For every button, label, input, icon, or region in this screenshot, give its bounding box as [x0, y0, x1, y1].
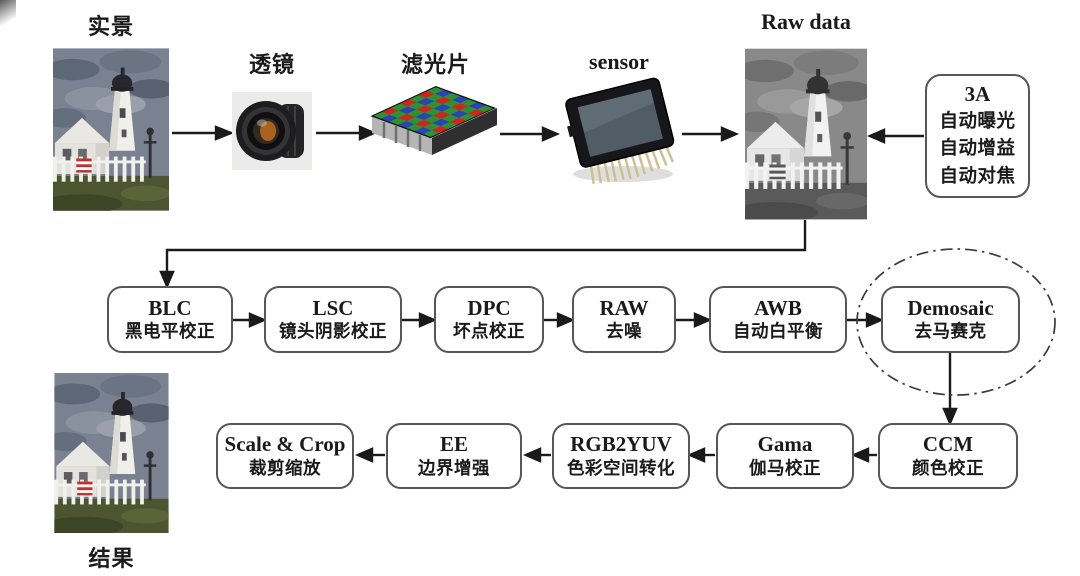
lens-label: 透镜 [248, 52, 295, 77]
node-rgb2yuv-zh: 色彩空间转化 [567, 457, 675, 478]
node-gama-en: Gama [757, 432, 813, 457]
node-lsc-en: LSC [312, 295, 354, 320]
node-ee: EE 边界增强 [386, 423, 522, 489]
node-lsc-zh: 镜头阴影校正 [279, 321, 387, 342]
arrow-raw-denoise-to-awb [676, 312, 713, 328]
connector-raw-to-blc [159, 220, 807, 290]
node-ee-en: EE [439, 432, 468, 457]
arrow-awb-to-demosaic [847, 312, 885, 328]
filter-label: 滤光片 [400, 52, 470, 77]
node-blc: BLC 黑电平校正 [107, 286, 233, 353]
node-3a-title: 3A [964, 82, 991, 107]
node-dpc: DPC 坏点校正 [434, 286, 544, 353]
node-raw-denoise-zh: 去噪 [606, 321, 642, 342]
node-lsc: LSC 镜头阴影校正 [264, 286, 402, 353]
scene-label: 实景 [87, 14, 134, 39]
arrow-ee-to-scalecrop [354, 447, 385, 463]
connector-demosaic-to-ccm [942, 353, 958, 427]
node-awb-en: AWB [754, 295, 802, 320]
arrow-rgb2yuv-to-ee [522, 447, 551, 463]
sensor-chip [565, 77, 675, 184]
arrow-lens-to-filter [316, 125, 378, 141]
raw-data-label: Raw data [761, 9, 851, 34]
node-blc-zh: 黑电平校正 [125, 321, 215, 342]
node-raw-denoise: RAW 去噪 [572, 286, 676, 353]
raw-data-photo [745, 48, 867, 220]
arrow-3a-to-raw [866, 128, 924, 144]
node-demosaic-zh: 去马赛克 [914, 321, 987, 342]
arrow-filter-to-sensor [500, 126, 561, 142]
arrow-sensor-to-raw [682, 126, 740, 142]
camera-lens [236, 101, 304, 161]
node-rgb2yuv-en: RGB2YUV [570, 432, 672, 457]
node-dpc-en: DPC [467, 295, 511, 320]
node-scale-crop: Scale & Crop 裁剪缩放 [216, 423, 354, 489]
node-3a-line-auto-gain: 自动增益 [939, 139, 1016, 160]
node-3a-line-auto-focus: 自动对焦 [939, 167, 1016, 188]
node-blc-en: BLC [148, 295, 192, 320]
node-scale-crop-zh: 裁剪缩放 [249, 457, 321, 478]
bayer-mosaic [370, 85, 497, 155]
node-demosaic-en: Demosaic [907, 295, 994, 320]
arrow-lsc-to-dpc [402, 312, 438, 328]
node-awb: AWB 自动白平衡 [709, 286, 847, 353]
node-awb-zh: 自动白平衡 [733, 321, 823, 342]
node-3a-line-auto-exposure: 自动曝光 [939, 111, 1016, 132]
node-3a: 3A 自动曝光 自动增益 自动对焦 [925, 74, 1030, 198]
node-rgb2yuv: RGB2YUV 色彩空间转化 [552, 423, 690, 489]
lens-image [232, 92, 312, 170]
node-ee-zh: 边界增强 [418, 457, 490, 478]
node-ccm-zh: 颜色校正 [912, 457, 984, 478]
node-dpc-zh: 坏点校正 [453, 321, 525, 342]
result-label: 结果 [88, 546, 135, 571]
node-ccm: CCM 颜色校正 [878, 423, 1018, 489]
corner-artifact [0, 0, 16, 30]
sensor-label: sensor [589, 49, 649, 74]
node-gama-zh: 伽马校正 [749, 457, 821, 478]
node-raw-denoise-en: RAW [599, 295, 649, 320]
bayer-filter-image [368, 80, 503, 180]
scene-photo [53, 47, 169, 212]
node-gama: Gama 伽马校正 [716, 423, 854, 489]
result-photo [53, 373, 170, 533]
arrow-ccm-to-gama [850, 447, 877, 463]
arrow-gama-to-rgb2yuv [686, 447, 715, 463]
sensor-image [553, 72, 685, 188]
node-demosaic: Demosaic 去马赛克 [881, 286, 1020, 353]
arrow-dpc-to-raw-denoise [544, 312, 576, 328]
arrow-scene-to-lens [172, 125, 235, 141]
node-ccm-en: CCM [922, 432, 974, 457]
arrow-blc-to-lsc [233, 312, 268, 328]
node-scale-crop-en: Scale & Crop [224, 432, 346, 457]
